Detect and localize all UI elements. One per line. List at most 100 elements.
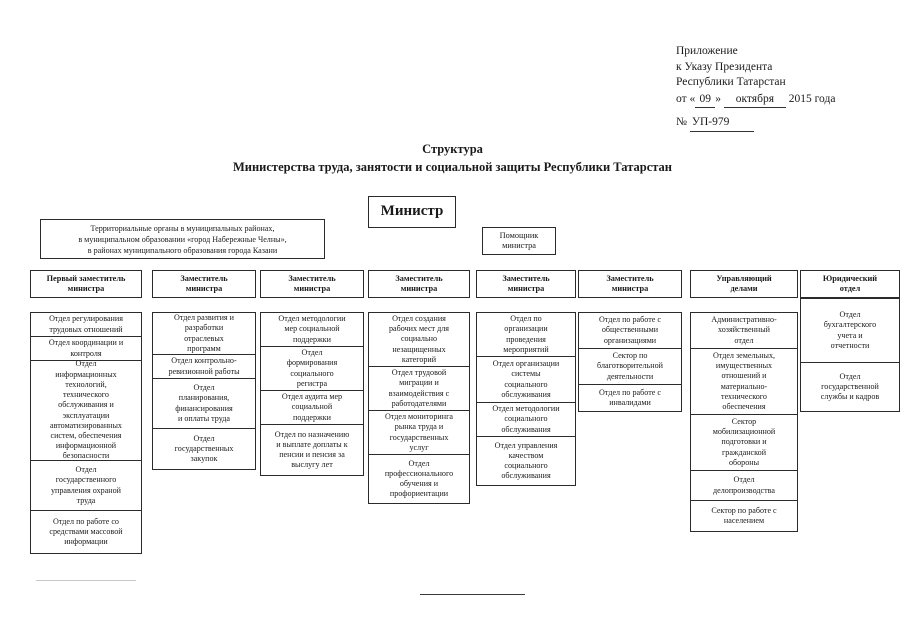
- territorial-line-3: в районах муниципального образования гор…: [87, 245, 278, 255]
- org-column-head-2[interactable]: Заместитель министра: [260, 270, 364, 298]
- org-node-department[interactable]: Отдел государственного управления охрано…: [31, 461, 141, 511]
- org-column-stack-1: Отдел развития и разработки отраслевых п…: [152, 312, 256, 470]
- org-node-label: Отдел контрольно- ревизионной работы: [168, 356, 240, 376]
- number-label: №: [676, 116, 687, 128]
- date-month-field: октября: [723, 92, 786, 108]
- org-node-label: Отдел мониторинга рынка труда и государс…: [385, 412, 453, 452]
- org-node-department[interactable]: Отдел формирования социального регистра: [261, 347, 363, 391]
- org-node-department[interactable]: Отдел профессионального обучения и профо…: [369, 455, 469, 503]
- org-node-label: Отдел планирования, финансирования и опл…: [175, 383, 233, 423]
- org-column-head-0[interactable]: Первый заместитель министра: [30, 270, 142, 298]
- date-mid: »: [715, 92, 724, 105]
- org-column-stack-2: Отдел методологии мер социальной поддерж…: [260, 312, 364, 476]
- org-node-department[interactable]: Отдел развития и разработки отраслевых п…: [153, 313, 255, 355]
- org-node-department[interactable]: Отдел бухгалтерского учета и отчетности: [801, 299, 899, 363]
- org-column-head-label: Заместитель министра: [288, 274, 336, 293]
- org-column-head-4[interactable]: Заместитель министра: [476, 270, 576, 298]
- org-column-head-label: Заместитель министра: [606, 274, 654, 293]
- org-node-department[interactable]: Отдел земельных, имущественных отношений…: [691, 349, 797, 415]
- territorial-line-2: в муниципальном образовании «город Набер…: [78, 234, 287, 244]
- org-node-assistant-minister[interactable]: Помощник министра: [482, 227, 556, 255]
- org-column-head-1[interactable]: Заместитель министра: [152, 270, 256, 298]
- org-node-label: Сектор по работе с населением: [711, 505, 777, 525]
- org-node-label: Отдел по работе со средствами массовой и…: [49, 516, 123, 547]
- org-node-label: Отдел делопроизводства: [713, 475, 775, 495]
- page-title: Структура Министерства труда, занятости …: [0, 140, 905, 176]
- org-node-label: Сектор мобилизационной подготовки и граж…: [712, 417, 776, 467]
- org-node-department[interactable]: Сектор по благотворительной деятельности: [579, 349, 681, 385]
- org-node-label: Отдел профессионального обучения и профо…: [384, 458, 454, 499]
- org-node-label: Отдел развития и разработки отраслевых п…: [174, 313, 234, 353]
- number-value-field: УП-979: [689, 115, 754, 132]
- org-node-label: Отдел формирования социального регистра: [286, 348, 338, 388]
- org-node-label: Отдел аудита мер социальной поддержки: [281, 392, 343, 422]
- org-column-head-6[interactable]: Управляющий делами: [690, 270, 798, 298]
- org-node-department[interactable]: Административно- хозяйственный отдел: [691, 313, 797, 349]
- header-note: Приложение к Указу Президента Республики…: [676, 44, 905, 132]
- org-node-department[interactable]: Сектор по работе с населением: [691, 501, 797, 531]
- org-node-label: Отдел регулирования трудовых отношений: [49, 314, 123, 334]
- org-node-department[interactable]: Отдел по организации проведения мероприя…: [477, 313, 575, 357]
- org-node-department[interactable]: Отдел управления качеством социального о…: [477, 437, 575, 485]
- org-node-label: Отдел земельных, имущественных отношений…: [712, 350, 776, 411]
- scan-artifact-line-2: [36, 580, 136, 581]
- org-node-label: Отдел трудовой миграции и взаимодействия…: [388, 368, 450, 408]
- org-node-label: Отдел управления качеством социального о…: [494, 440, 558, 481]
- org-node-department[interactable]: Отдел по назначению и выплате доплаты к …: [261, 425, 363, 475]
- org-node-label: Отдел государственного управления охрано…: [50, 465, 121, 505]
- territorial-line-1: Территориальные органы в муниципальных р…: [90, 223, 275, 233]
- date-day-field: 09: [695, 92, 716, 108]
- org-node-department[interactable]: Отдел методологии социального обслуживан…: [477, 403, 575, 437]
- org-node-department[interactable]: Отдел координации и контроля: [31, 337, 141, 361]
- org-node-label: Отдел по организации проведения мероприя…: [503, 314, 549, 354]
- org-column-head-5[interactable]: Заместитель министра: [578, 270, 682, 298]
- org-node-label: Сектор по благотворительной деятельности: [597, 351, 663, 381]
- date-year: 2015 года: [788, 92, 836, 105]
- assistant-label: Помощник министра: [499, 231, 539, 250]
- org-node-department[interactable]: Отдел контрольно- ревизионной работы: [153, 355, 255, 379]
- org-node-department[interactable]: Отдел по работе с общественными организа…: [579, 313, 681, 349]
- title-line-2: Министерства труда, занятости и социальн…: [232, 160, 673, 174]
- org-node-label: Административно- хозяйственный отдел: [711, 315, 777, 345]
- org-node-label: Отдел по работе с общественными организа…: [599, 315, 661, 345]
- org-node-label: Отдел государственных закупок: [174, 433, 234, 464]
- org-node-department[interactable]: Отдел трудовой миграции и взаимодействия…: [369, 367, 469, 411]
- org-node-minister[interactable]: Министр: [368, 196, 456, 228]
- org-column-head-3[interactable]: Заместитель министра: [368, 270, 470, 298]
- org-node-department[interactable]: Отдел государственной службы и кадров: [801, 363, 899, 411]
- org-column-head-label: Заместитель министра: [395, 274, 443, 293]
- scan-artifact-line: [420, 594, 525, 595]
- org-node-department[interactable]: Отдел методологии мер социальной поддерж…: [261, 313, 363, 347]
- header-line-1: Приложение: [676, 45, 738, 57]
- org-column-head-label: Управляющий делами: [716, 274, 772, 293]
- org-node-department[interactable]: Отдел планирования, финансирования и опл…: [153, 379, 255, 429]
- org-column-head-7[interactable]: Юридический отдел: [800, 270, 900, 298]
- org-node-department[interactable]: Отдел создания рабочих мест для социальн…: [369, 313, 469, 367]
- org-node-label: Отдел создания рабочих мест для социальн…: [388, 314, 449, 364]
- org-node-department[interactable]: Отдел организации системы социального об…: [477, 357, 575, 403]
- org-node-department[interactable]: Сектор мобилизационной подготовки и граж…: [691, 415, 797, 471]
- org-node-label: Отдел информационных технологий, техниче…: [50, 359, 122, 461]
- title-line-1: Структура: [422, 142, 483, 156]
- org-node-department[interactable]: Отдел регулирования трудовых отношений: [31, 313, 141, 337]
- org-node-department[interactable]: Отдел государственных закупок: [153, 429, 255, 469]
- date-prefix: от «: [676, 92, 696, 105]
- org-node-department[interactable]: Отдел аудита мер социальной поддержки: [261, 391, 363, 425]
- org-node-department[interactable]: Отдел по работе с инвалидами: [579, 385, 681, 411]
- org-node-department[interactable]: Отдел по работе со средствами массовой и…: [31, 511, 141, 553]
- org-column-stack-3: Отдел создания рабочих мест для социальн…: [368, 312, 470, 504]
- org-node-label: Отдел методологии мер социальной поддерж…: [278, 314, 346, 344]
- org-node-label: Отдел координации и контроля: [48, 338, 124, 358]
- org-node-territorial-bodies[interactable]: Территориальные органы в муниципальных р…: [40, 219, 325, 259]
- org-node-department[interactable]: Отдел делопроизводства: [691, 471, 797, 501]
- org-column-stack-5: Отдел по работе с общественными организа…: [578, 312, 682, 412]
- org-node-department[interactable]: Отдел информационных технологий, техниче…: [31, 359, 141, 461]
- org-column-head-label: Первый заместитель министра: [46, 274, 126, 293]
- org-node-label: Отдел методологии социального обслуживан…: [492, 404, 560, 434]
- org-column-stack-4: Отдел по организации проведения мероприя…: [476, 312, 576, 486]
- org-node-label: Отдел по работе с инвалидами: [599, 387, 661, 407]
- org-node-department[interactable]: Отдел мониторинга рынка труда и государс…: [369, 411, 469, 455]
